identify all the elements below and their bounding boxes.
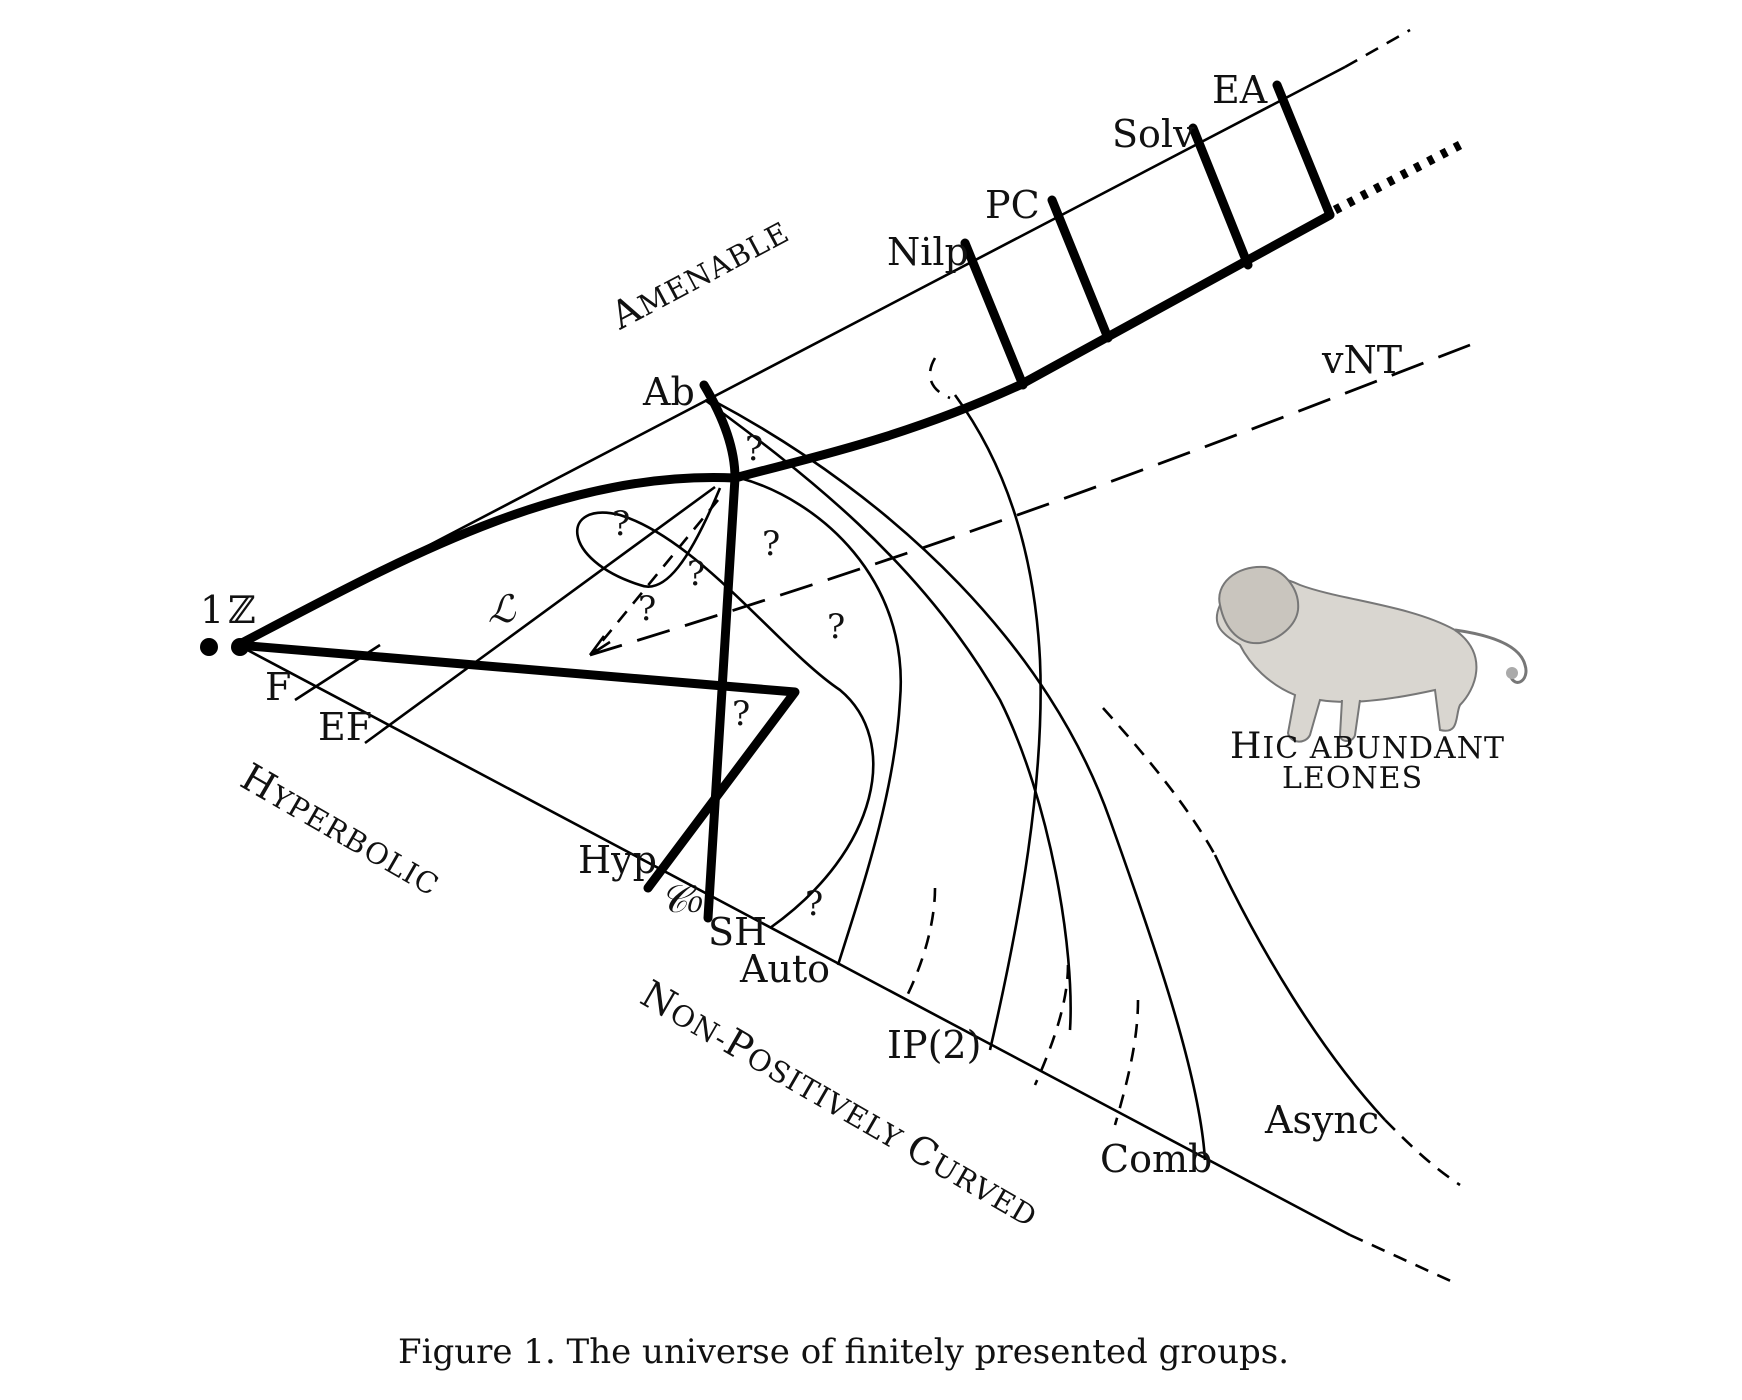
vnt-line [589, 343, 1471, 657]
auto-curve [739, 476, 903, 966]
loop-curve [575, 487, 875, 930]
solv-rung [1188, 123, 1253, 270]
comb-curve [711, 398, 1207, 1161]
integers-dot [231, 638, 249, 656]
pc-rung [1047, 195, 1113, 343]
svg-text:AMENABLE: AMENABLE [603, 208, 796, 339]
amenable-dotted-extension [1332, 141, 1463, 214]
label-polycyclic: PC [985, 183, 1040, 227]
label-trivial: 1 [200, 588, 224, 632]
question-mark-3: ? [762, 524, 780, 564]
ip2-curve-dashed [928, 357, 951, 400]
abelian-curve [699, 380, 740, 483]
amenable-boundary-dashed [1344, 28, 1411, 69]
async-curve-dashed-bottom [1384, 1119, 1461, 1187]
nilp-rung [960, 238, 1028, 390]
label-vnt: vNT [1321, 338, 1402, 382]
label-comb: Comb [1100, 1137, 1212, 1181]
vnt-arrowhead [588, 635, 611, 657]
question-mark-2: ? [612, 504, 630, 544]
elem-free-line [364, 485, 716, 745]
figure-caption: Figure 1. The universe of finitely prese… [398, 1332, 1289, 1372]
label-integers: ℤ [228, 588, 256, 632]
npc-boundary [237, 643, 1351, 1237]
ea-rung [1272, 80, 1335, 220]
question-mark-4: ? [687, 554, 705, 594]
npc-title: NON-POSITIVELY CURVED [634, 972, 1048, 1236]
label-sh: SH [708, 910, 767, 954]
question-mark-6: ? [827, 607, 845, 647]
label-elem-amenable: EA [1212, 68, 1268, 112]
question-mark-8: ? [805, 884, 823, 924]
hub-to-amenable-curve [730, 210, 1335, 483]
label-hyperbolic: Hyp [578, 838, 657, 882]
label-free: F [265, 665, 291, 709]
trivial-dot [200, 638, 218, 656]
sh-curve [704, 398, 1072, 1031]
label-auto: Auto [739, 947, 830, 991]
z-hyp-polyline [233, 640, 800, 893]
label-nilpotent: Nilp [887, 230, 969, 274]
c0-line [703, 473, 740, 923]
question-mark-1: ? [745, 429, 763, 469]
amenable-title: AMENABLE [603, 208, 796, 339]
lions-line1: HIC ABUNDANT [1230, 726, 1505, 767]
tick-2 [1033, 964, 1070, 1086]
label-ip2: IP(2) [887, 1023, 981, 1067]
lion-illustration [1215, 565, 1528, 743]
label-script-l: ℒ [488, 587, 517, 631]
hub-dashed-arrow [593, 499, 720, 651]
label-elem-free: EF [318, 705, 372, 749]
tick-3 [1113, 999, 1140, 1126]
question-mark-7: ? [732, 694, 750, 734]
npc-boundary-dashed [1349, 1233, 1456, 1285]
ip2-curve [953, 394, 1042, 1051]
label-async: Async [1264, 1098, 1379, 1142]
hyperbolic-title: HYPERBOLIC [234, 755, 449, 905]
label-solvable: Solv [1112, 112, 1195, 156]
async-curve [1213, 854, 1386, 1121]
svg-text:NON-POSITIVELY CURVED: NON-POSITIVELY CURVED [634, 972, 1048, 1236]
z-to-hub-curve [233, 473, 740, 650]
async-curve-dashed-top [1102, 707, 1217, 856]
tick-1 [903, 887, 937, 1001]
label-c0: 𝒞₀ [660, 877, 703, 921]
label-abelian: Ab [642, 370, 695, 414]
question-mark-5: ? [638, 589, 656, 629]
svg-text:HYPERBOLIC: HYPERBOLIC [234, 755, 449, 905]
lions-line2: LEONES [1282, 761, 1423, 796]
